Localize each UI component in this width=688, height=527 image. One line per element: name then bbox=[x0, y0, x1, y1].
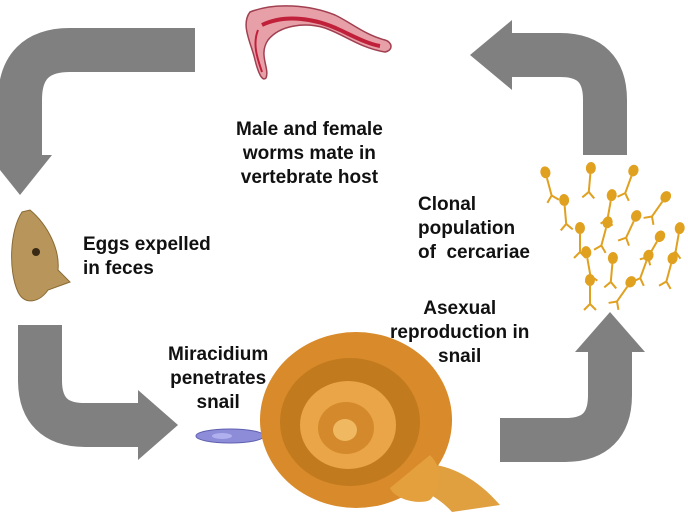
adult-worms-image bbox=[245, 5, 392, 80]
label-miracidium: Miracidium penetrates snail bbox=[168, 344, 269, 413]
snail-image bbox=[260, 332, 500, 512]
miracidium-image bbox=[195, 428, 265, 444]
arrow-top-right bbox=[470, 20, 627, 155]
label-cercariae: Clonal population of cercariae bbox=[418, 194, 530, 263]
arrow-top-left bbox=[0, 28, 195, 195]
label-asexual: Asexual reproduction in snail bbox=[390, 298, 530, 367]
label-mating: Male and female worms mate in vertebrate… bbox=[236, 119, 383, 188]
arrow-left-bottom bbox=[17, 325, 178, 460]
cercariae-image bbox=[540, 162, 685, 311]
arrow-bottom-right bbox=[500, 312, 645, 462]
label-eggs: Eggs expelled in feces bbox=[83, 234, 211, 279]
egg-image bbox=[11, 209, 71, 302]
